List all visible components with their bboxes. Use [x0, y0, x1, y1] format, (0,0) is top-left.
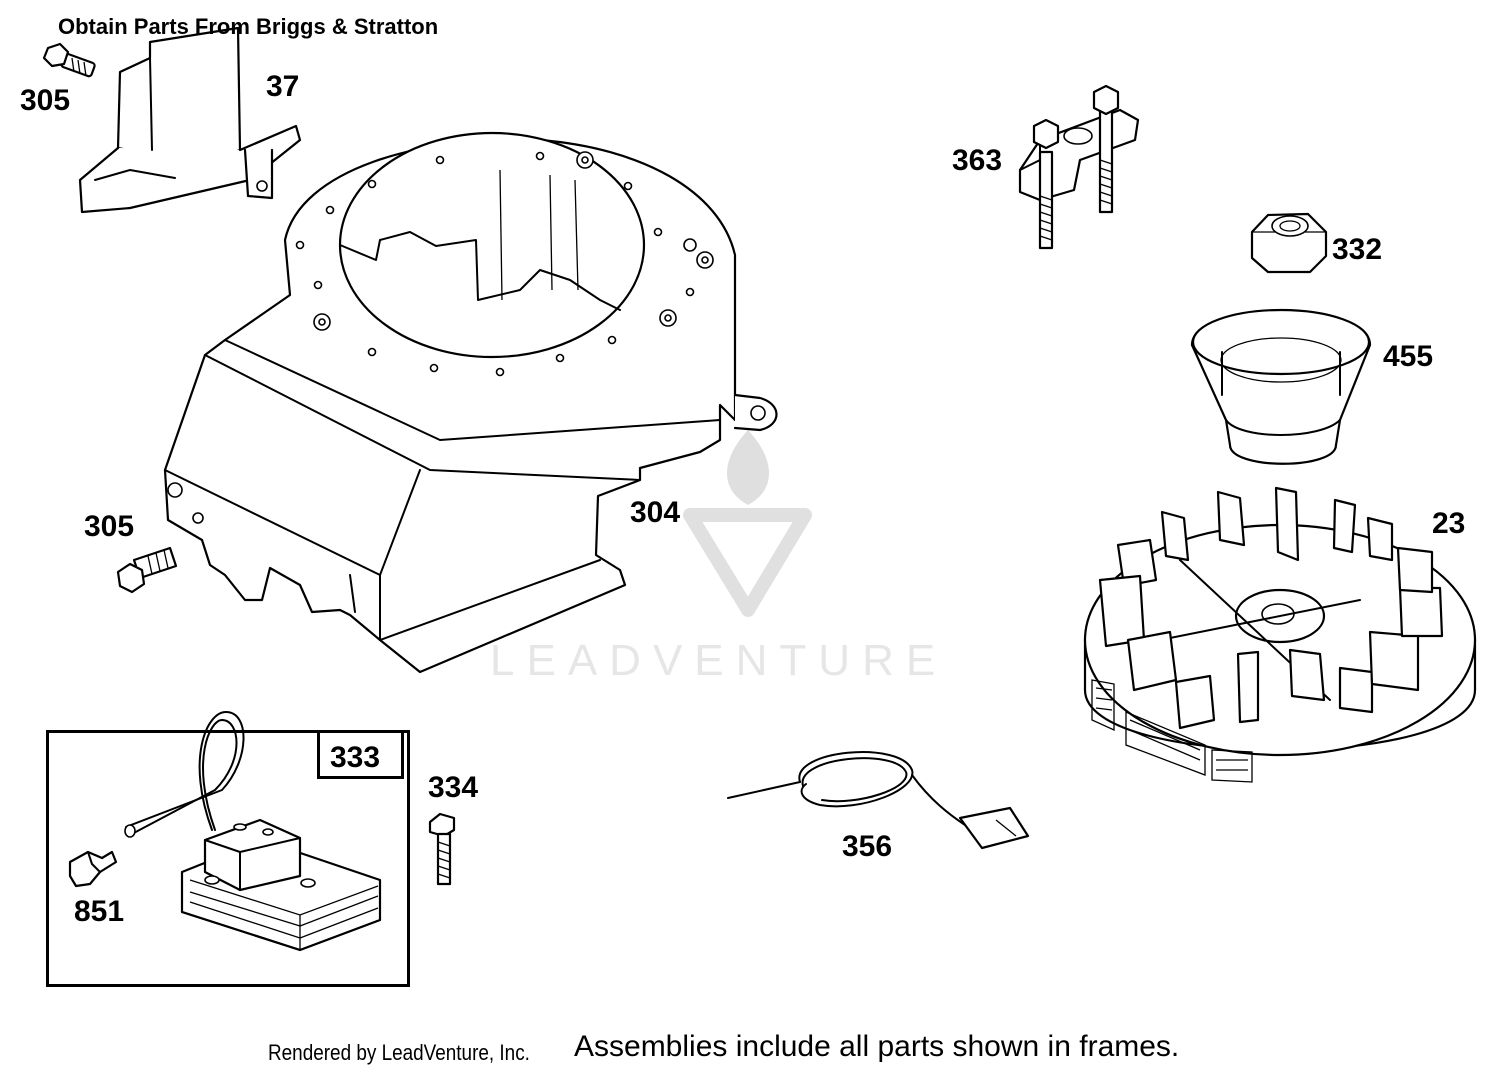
- part-305-bolt-middle[interactable]: [116, 546, 178, 594]
- part-363-stud-bracket[interactable]: [1018, 84, 1140, 250]
- part-332-nut[interactable]: [1250, 212, 1328, 274]
- callout-332[interactable]: 332: [1332, 233, 1383, 266]
- part-455-starter-cup[interactable]: [1190, 308, 1372, 465]
- part-333-armature[interactable]: [124, 711, 382, 952]
- rendered-by-credit: Rendered by LeadVenture, Inc.: [268, 1040, 530, 1065]
- watermark-text: LEADVENTURE: [490, 636, 948, 685]
- callout-851[interactable]: 851: [74, 895, 125, 928]
- callout-356[interactable]: 356: [842, 830, 893, 863]
- part-23-flywheel[interactable]: [1083, 486, 1477, 783]
- callout-304[interactable]: 304: [630, 496, 681, 529]
- callout-333[interactable]: 333: [330, 741, 381, 774]
- part-851-terminal[interactable]: [68, 850, 118, 888]
- part-304-blower-housing[interactable]: [163, 131, 778, 674]
- callout-23[interactable]: 23: [1432, 507, 1466, 540]
- callout-305-top[interactable]: 305: [20, 84, 71, 117]
- assembly-frame-tag: [317, 730, 404, 779]
- part-37-air-guide[interactable]: [78, 26, 302, 214]
- callout-334[interactable]: 334: [428, 771, 479, 804]
- header-note: Obtain Parts From Briggs & Stratton: [58, 14, 439, 39]
- leadventure-logo-icon: [683, 430, 812, 617]
- assembly-frame-333: [46, 730, 410, 987]
- assemblies-note: Assemblies include all parts shown in fr…: [574, 1030, 1180, 1063]
- part-305-bolt-top[interactable]: [42, 42, 96, 78]
- callout-455[interactable]: 455: [1383, 340, 1434, 373]
- callout-305-middle[interactable]: 305: [84, 510, 135, 543]
- part-334-screw[interactable]: [428, 812, 456, 886]
- part-356-ground-wire[interactable]: [727, 751, 1030, 850]
- callout-37[interactable]: 37: [266, 70, 300, 103]
- callout-363[interactable]: 363: [952, 144, 1003, 177]
